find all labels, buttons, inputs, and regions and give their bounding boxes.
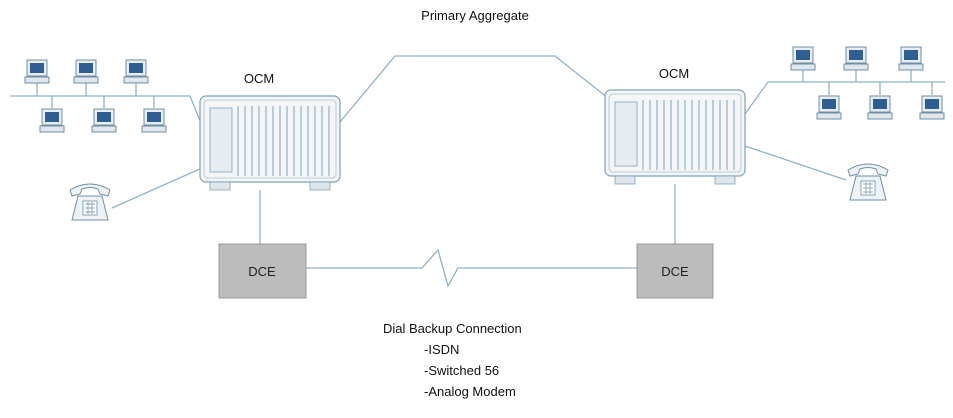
- computer-icon: [816, 95, 842, 120]
- computer-icon: [91, 108, 117, 133]
- ocm-label-left: OCM: [244, 71, 274, 86]
- telephone-icon: [69, 183, 111, 221]
- dial-backup-title: Dial Backup Connection: [383, 321, 522, 336]
- ocm-rack-icon-right: [604, 89, 746, 185]
- computer-icon: [898, 46, 924, 71]
- computer-icon: [867, 95, 893, 120]
- left-phone-link: [111, 167, 203, 209]
- computer-icon: [919, 95, 945, 120]
- computer-icon: [790, 46, 816, 71]
- dce-box-left: [218, 243, 307, 299]
- right-lan-bus: [741, 70, 945, 119]
- dial-backup-link: [306, 248, 637, 288]
- dce-label-left: DCE: [248, 264, 276, 279]
- left-computers: [24, 59, 167, 133]
- backup-option: -ISDN: [424, 342, 459, 357]
- right-computers: [790, 46, 945, 120]
- backup-option: -Analog Modem: [424, 384, 516, 399]
- computer-icon: [123, 59, 149, 84]
- primary-aggregate-link: [339, 55, 614, 123]
- computer-icon: [141, 108, 167, 133]
- computer-icon: [39, 108, 65, 133]
- primary-aggregate-label: Primary Aggregate: [421, 8, 529, 23]
- dce-box-right: [636, 243, 714, 299]
- computer-icon: [24, 59, 50, 84]
- backup-option: -Switched 56: [424, 363, 499, 378]
- computer-icon: [843, 46, 869, 71]
- dce-label-right: DCE: [661, 264, 689, 279]
- left-lan-bus: [10, 83, 204, 129]
- computer-icon: [73, 59, 99, 84]
- telephone-icon: [847, 163, 889, 201]
- right-phone-link: [744, 145, 847, 181]
- ocm-label-right: OCM: [659, 66, 689, 81]
- ocm-rack-icon-left: [199, 95, 341, 191]
